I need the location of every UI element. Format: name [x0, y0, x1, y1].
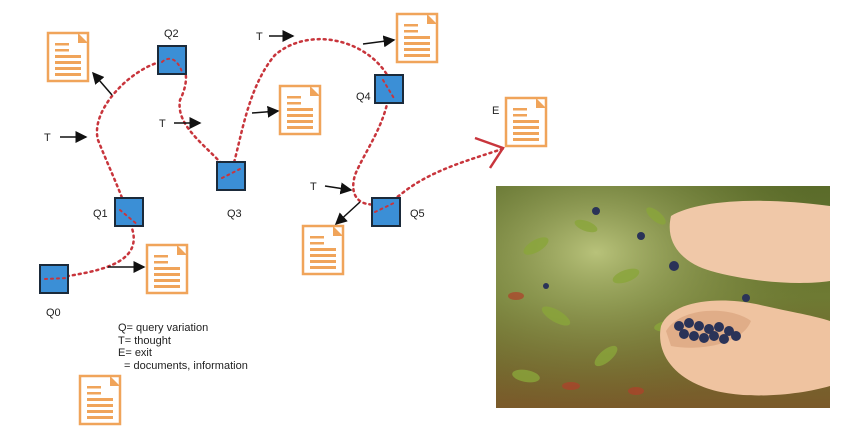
- exit-arrow: [474, 136, 505, 169]
- document-icon: [46, 31, 90, 83]
- label-q2: Q2: [164, 28, 179, 40]
- query-box-q4: [374, 74, 404, 104]
- label-q4: Q4: [356, 91, 371, 103]
- label-thought: T: [256, 31, 263, 43]
- query-box-q1: [114, 197, 144, 227]
- blueberry-photo: [496, 186, 830, 408]
- legend-query: Q= query variation: [118, 322, 209, 334]
- label-q3: Q3: [227, 208, 242, 220]
- document-icon: [78, 374, 122, 426]
- document-icon: [301, 224, 345, 276]
- retrieval-arrow: [334, 201, 361, 226]
- label-thought: T: [310, 181, 317, 193]
- retrieval-arrow: [251, 105, 280, 118]
- legend-thought: T= thought: [118, 334, 171, 347]
- label-q0: Q0: [46, 307, 61, 319]
- query-box-q3: [216, 161, 246, 191]
- document-icon: [395, 12, 439, 64]
- retrieval-arrow: [92, 71, 113, 96]
- document-icon: [278, 84, 322, 136]
- label-thought: T: [44, 132, 51, 144]
- legend-exit: E= exit: [118, 347, 152, 359]
- legend-documents: = documents, information: [124, 359, 248, 372]
- thought-arrow: [324, 182, 353, 195]
- retrieval-arrow: [362, 35, 396, 48]
- label-q5: Q5: [410, 208, 425, 220]
- label-exit: E: [492, 105, 499, 117]
- document-icon: [145, 243, 189, 295]
- search-path: [53, 37, 507, 280]
- document-icon: [504, 96, 548, 148]
- label-q1: Q1: [93, 208, 108, 220]
- legend: Q= query variation T= thought E= exit = …: [118, 322, 248, 372]
- label-thought: T: [159, 118, 166, 130]
